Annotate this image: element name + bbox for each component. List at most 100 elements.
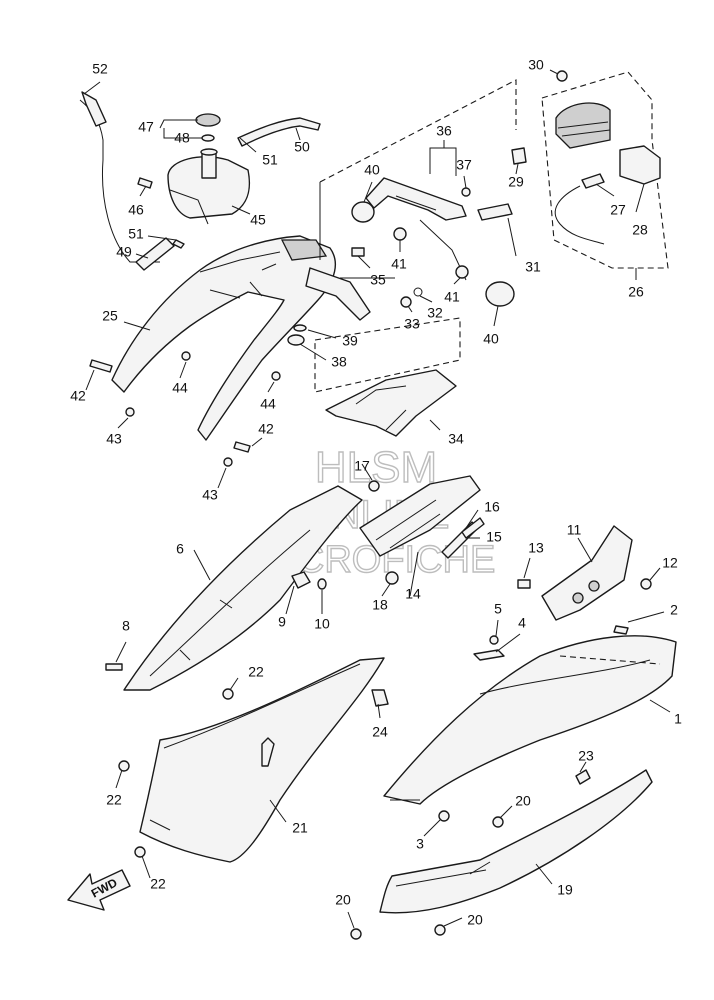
leader-1 <box>649 699 671 713</box>
leader-36 <box>429 140 457 176</box>
leader-31 <box>507 217 517 257</box>
leader-16 <box>465 509 479 529</box>
center-pieces-group <box>359 475 485 585</box>
rear-stay-34 <box>325 369 457 437</box>
screw-17 <box>368 480 380 492</box>
stay-outline <box>314 317 461 393</box>
callout-27: 27 <box>610 202 626 218</box>
leader-dashed-1 <box>319 79 517 183</box>
reservoir-tank <box>167 156 251 219</box>
leader-43a <box>117 417 129 429</box>
tail-lamp-lens <box>555 102 611 149</box>
leader-lines <box>83 69 671 929</box>
panel-11 <box>541 525 633 621</box>
clip-2 <box>613 625 629 635</box>
screw-12 <box>640 578 652 590</box>
callout-5: 5 <box>494 601 502 617</box>
taillight-assy-group <box>541 70 669 269</box>
leader-42b <box>251 437 263 447</box>
stay-ribs <box>355 385 407 431</box>
screw-43 <box>125 407 135 417</box>
tail-lamp-group <box>314 79 527 437</box>
lower-cover-19-edge <box>395 861 491 887</box>
reservoir-group <box>79 91 321 271</box>
leader-6 <box>193 549 211 581</box>
callout-22b: 22 <box>106 792 122 808</box>
leader-35 <box>357 255 371 269</box>
callout-28: 28 <box>632 222 648 238</box>
rear-frame-cover-group <box>89 235 371 467</box>
leader-50 <box>295 127 301 141</box>
callout-6: 6 <box>176 541 184 557</box>
callout-2: 2 <box>670 602 678 618</box>
callout-47: 47 <box>138 119 154 135</box>
bolt-46 <box>137 177 153 189</box>
leader-5 <box>495 619 499 637</box>
screw-20a <box>492 816 504 828</box>
callout-12: 12 <box>662 555 678 571</box>
side-cover-6-edge <box>149 529 311 677</box>
leader-22c <box>141 855 151 879</box>
callout-50: 50 <box>294 139 310 155</box>
leader-52 <box>83 81 101 95</box>
callout-41b: 41 <box>444 289 460 305</box>
leader-39 <box>307 329 337 339</box>
fwd-arrow-shape <box>67 869 131 911</box>
callout-25: 25 <box>102 308 118 324</box>
bolt-35 <box>351 247 365 257</box>
leader-38 <box>299 343 327 361</box>
callout-21: 21 <box>292 820 308 836</box>
leader-40a <box>363 181 373 203</box>
callout-37: 37 <box>456 157 472 173</box>
screw-8 <box>105 663 123 671</box>
callout-9: 9 <box>278 614 286 630</box>
leader-20a <box>499 805 513 819</box>
side-cover-1 <box>383 635 677 805</box>
callout-40b: 40 <box>483 331 499 347</box>
cover-1-dash <box>559 655 661 665</box>
callout-31: 31 <box>525 259 541 275</box>
callout-15: 15 <box>486 529 502 545</box>
cover-emblem <box>280 239 328 261</box>
callout-33: 33 <box>404 316 420 332</box>
callout-43b: 43 <box>202 487 218 503</box>
washer-18 <box>385 571 399 585</box>
rear-frame-cover <box>111 235 337 441</box>
callout-4: 4 <box>518 615 526 631</box>
leader-22a <box>229 677 239 691</box>
leader-dashed-2 <box>319 182 395 279</box>
callout-49: 49 <box>116 244 132 260</box>
screw-3 <box>438 810 450 822</box>
leader-4 <box>495 633 521 653</box>
nut-44 <box>181 351 191 361</box>
collar-41b <box>455 265 469 279</box>
callout-16: 16 <box>484 499 500 515</box>
clip-5 <box>489 635 499 645</box>
washer-32 <box>413 287 423 297</box>
leader-44b <box>267 381 275 393</box>
callout-46: 46 <box>128 202 144 218</box>
side-cover-6 <box>123 485 363 691</box>
screw-22c <box>134 846 146 858</box>
callout-35: 35 <box>370 272 386 288</box>
callout-44b: 44 <box>260 396 276 412</box>
callout-11: 11 <box>567 522 582 538</box>
part-14 <box>359 475 481 557</box>
lens-lines <box>557 121 611 137</box>
leader-22b <box>115 769 123 789</box>
tank-neck <box>201 151 217 179</box>
lamp-wire <box>554 185 605 245</box>
callout-29: 29 <box>508 174 524 190</box>
side-panel-11-group <box>517 525 652 635</box>
fwd-arrow: FWD <box>67 869 131 911</box>
leader-14 <box>409 551 419 597</box>
leader-34 <box>429 419 441 431</box>
callout-44a: 44 <box>172 380 188 396</box>
leader-20b <box>347 911 355 929</box>
callout-38: 38 <box>331 354 347 370</box>
overflow-hose <box>237 117 321 147</box>
callout-22c: 22 <box>150 876 166 892</box>
callout-10: 10 <box>314 616 330 632</box>
callout-42a: 42 <box>70 388 86 404</box>
leader-37 <box>463 175 467 189</box>
